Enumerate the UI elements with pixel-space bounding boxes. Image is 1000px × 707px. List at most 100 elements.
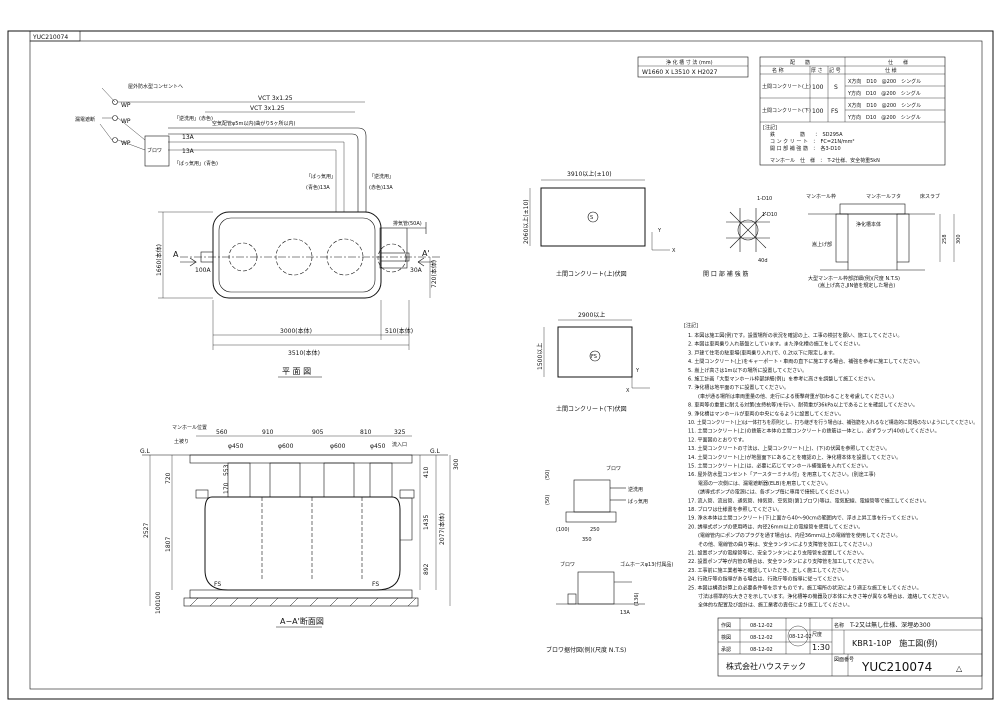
sec-dim-325: 325 — [394, 429, 406, 436]
rebar-row1-thick: 100 — [812, 84, 824, 91]
tb-scale-label: 尺度 — [812, 631, 822, 638]
note-line: 8. 車両等の重量に耐える対策(支持杭等)を行い、耐荷重が36kPa以上であるこ… — [688, 402, 918, 409]
plan-vent-box — [379, 227, 408, 269]
spec-concrete: コ ン ク リ ー ト ： FC=21N/mm² — [770, 139, 855, 145]
note-line: 23. 工事前に施工業者等と確認していただき、正しく施工してください。 — [688, 567, 852, 574]
slab-upper-title: 土間コンクリート(上)伏図 — [556, 270, 627, 278]
tb-model: KBR1-10P 施工図(例) — [852, 638, 938, 648]
vct-cable-label-1: VCT 3x1.25 — [258, 95, 293, 102]
plan-view: A A' 100A 30A 排気管(50A) VCT 3x1.25 VCT 3x… — [75, 83, 440, 378]
section-mark-a: A — [173, 250, 179, 259]
note-line: 15. 土間コンクリート(上)は、必要に応じてマンホール補強筋を入れてください。 — [688, 463, 871, 470]
slab-upper-y: Y — [657, 228, 662, 234]
backwash-tag-sub: (赤色)13A — [369, 184, 393, 191]
rebar-row1-y: Y方向 D10 @200 シングル — [847, 90, 921, 97]
slab-upper-plan: S 3910以上(±10) 2060以上(±10) Y X 土間コンクリート(上… — [522, 170, 676, 278]
note-line: 6. 施工計画「大型マンホール枠部詳細(例)」を参考に高さを調整して施工ください… — [688, 376, 878, 383]
opening-d10-a: 1-D10 — [757, 196, 772, 202]
tb-role-3: 承認 — [721, 646, 731, 653]
slab-lower-mark: FS — [591, 354, 597, 360]
note-line: 19. 浄水本体は土間コンクリート(下)上面から40～90cmの範囲内で、浮き上… — [688, 515, 921, 522]
tb-approval-stamp: 08-12-02 — [789, 634, 812, 640]
blower-aeration-label: ばっ気用 — [628, 498, 648, 505]
blower-dim-350: 350 — [582, 537, 592, 543]
wp-outlet-2 — [112, 115, 118, 121]
sec-dim-1807: 1807 — [165, 537, 172, 552]
tb-role-2: 検図 — [721, 634, 731, 641]
spec-manhole: マンホール 仕 様 ： T-2仕様、安全荷重5kN — [770, 157, 880, 164]
tb-company: 株式会社ハウステック — [726, 661, 806, 671]
slab-upper-height: 2060以上(±10) — [522, 199, 530, 244]
aeration-tag-sub: (青色)13A — [306, 184, 330, 191]
power-outlet-note: 屋外防水型コンセントへ — [128, 83, 183, 90]
manhole-dim-300: 300 — [956, 234, 962, 244]
sec-dim-1435: 1435 — [423, 515, 430, 530]
backwash-tag: 「逆洗用」 — [369, 173, 394, 180]
title-block: 作図 08-12-02 検図 08-12-02 承認 08-12-02 08-1… — [717, 617, 983, 677]
section-view: G.L G.L FS FS 560 910 905 810 325 — [140, 424, 460, 628]
plan-tank-inner — [218, 217, 376, 293]
plan-dim-3000: 3000(本体) — [280, 327, 312, 335]
sec-dim-720: 720 — [165, 472, 172, 484]
manhole-detail-sub: (嵩上げ高さ,JIN値を規定した場合) — [818, 282, 895, 289]
slab-lower-x: X — [626, 388, 630, 394]
aeration-tag: 「ばっ気用」 — [306, 173, 336, 180]
note-line: その他、電線管の曲り等は、安全ランタンにより支障管を加工してください。) — [688, 541, 872, 548]
note-line: 11. 土間コンクリート(上)の鉄筋と本体の土間コンクリートの鉄筋は一体とし、必… — [688, 428, 940, 435]
blower-box — [144, 135, 170, 167]
note-line: 寸法は標準的な大きさを示しています。浄化槽等の機器及び本体に大きさ等が異なる場合… — [688, 593, 952, 600]
blower-backwash-label: 逆洗用 — [628, 486, 643, 493]
rebar-row1-x: X方向 D10 @200 シングル — [848, 78, 921, 85]
slab-lower-width: 2900以上 — [578, 311, 605, 319]
plan-dim-720: 720(本体) — [430, 260, 438, 288]
sheet-border-inner — [29, 40, 983, 690]
blower-hose-label: ゴムホースφ13(付属品) — [620, 561, 673, 568]
note-line: 20. 誘導式ポンプの使用時は、内径26mm以上の電線管を使用してください。 — [688, 523, 863, 530]
rebar-row1-name: 土間コンクリート(上) — [762, 83, 811, 90]
plan-dim-1660: 1660(本体) — [155, 244, 163, 276]
inlet-label: 流入口 — [392, 441, 407, 448]
gl-label-right: G.L — [430, 448, 441, 455]
note-line: 1. 本図は施工図(例)です。設置場所の状況を確認の上、工事の検討を願い、施工し… — [688, 332, 902, 339]
note-line: 4. 土間コンクリート(上)をキャーポート・車両の直下に施工する場合、補強を参考… — [688, 358, 923, 365]
opening-d10-b: 1-D10 — [762, 212, 777, 218]
lower-slab — [189, 589, 413, 599]
tb-role-1: 作図 — [721, 622, 731, 629]
spec-opening: 開 口 部 補 強 筋 ： 各3-D10 — [770, 145, 841, 152]
wp-label-3: WP — [121, 140, 131, 147]
blower-dim-50b: (50) — [545, 495, 551, 505]
plan-view-title: 平 面 図 — [282, 367, 311, 376]
backwash-pipe-label: 「逆洗用」(赤色) — [174, 115, 213, 122]
slab-lower-y: Y — [635, 368, 640, 374]
sec-dim-2527: 2527 — [143, 523, 150, 538]
opening-40d: 40d — [758, 258, 768, 264]
rebar-col-sym: 記 号 — [829, 67, 841, 74]
plan-tank-outline — [212, 211, 382, 299]
wp-label-2: WP — [121, 118, 131, 125]
plan-outlet-pipe — [380, 252, 410, 262]
wp-outlet-3 — [112, 137, 118, 143]
rebar-row2-x: X方向 D10 @200 シングル — [848, 102, 921, 109]
note-line: 電源の一次側には、漏電遮断器(ELB)を用意してください。 — [688, 480, 831, 487]
blower-dim-50a: (50) — [545, 470, 551, 480]
base-gravel — [183, 597, 419, 607]
manhole-cover-label: マンホールフタ — [866, 193, 901, 200]
aeration-pipe-label: 「ばっ気用」(青色) — [174, 160, 218, 167]
note-line: 3. 戸建て住宅の駐車場(車両乗り入れ)で、0.2t以下に限定します。 — [688, 349, 837, 356]
sec-dim-2077: 2077(本体) — [438, 513, 446, 545]
sec-dim-910: 910 — [262, 429, 274, 436]
note-line: 18. ブロワは仕様書を参照してください。 — [688, 506, 782, 513]
sheet-border-outer — [7, 30, 994, 700]
plan-dim-510: 510(本体) — [385, 327, 413, 335]
note-line: 12. 平面図のとおりです。 — [688, 436, 747, 443]
sec-dim-892: 892 — [423, 563, 430, 575]
slab-lower-title: 土間コンクリート(下)伏図 — [556, 405, 627, 413]
note-line: 16. 屋外防水型コンセント「アースターミナル付」を用意してください。(別途工事… — [688, 471, 876, 478]
blower-label: ブロワ — [147, 147, 162, 154]
rebar-header-left: 配 筋 — [790, 59, 810, 66]
note-line: 24. 行政庁等の指導がある場合は、行政庁等の指導に従ってください。 — [688, 576, 847, 583]
air-pipe-route-inner — [168, 133, 359, 212]
note-line: 13. 土間コンクリートの寸法は、上間コンクリート(上)、(下)の伏図を参照して… — [688, 445, 890, 452]
manhole-detail: 258 300 マンホール枠 マンホールフタ 床スラブ 浄化槽本体 嵩上げ部 大… — [806, 193, 962, 289]
